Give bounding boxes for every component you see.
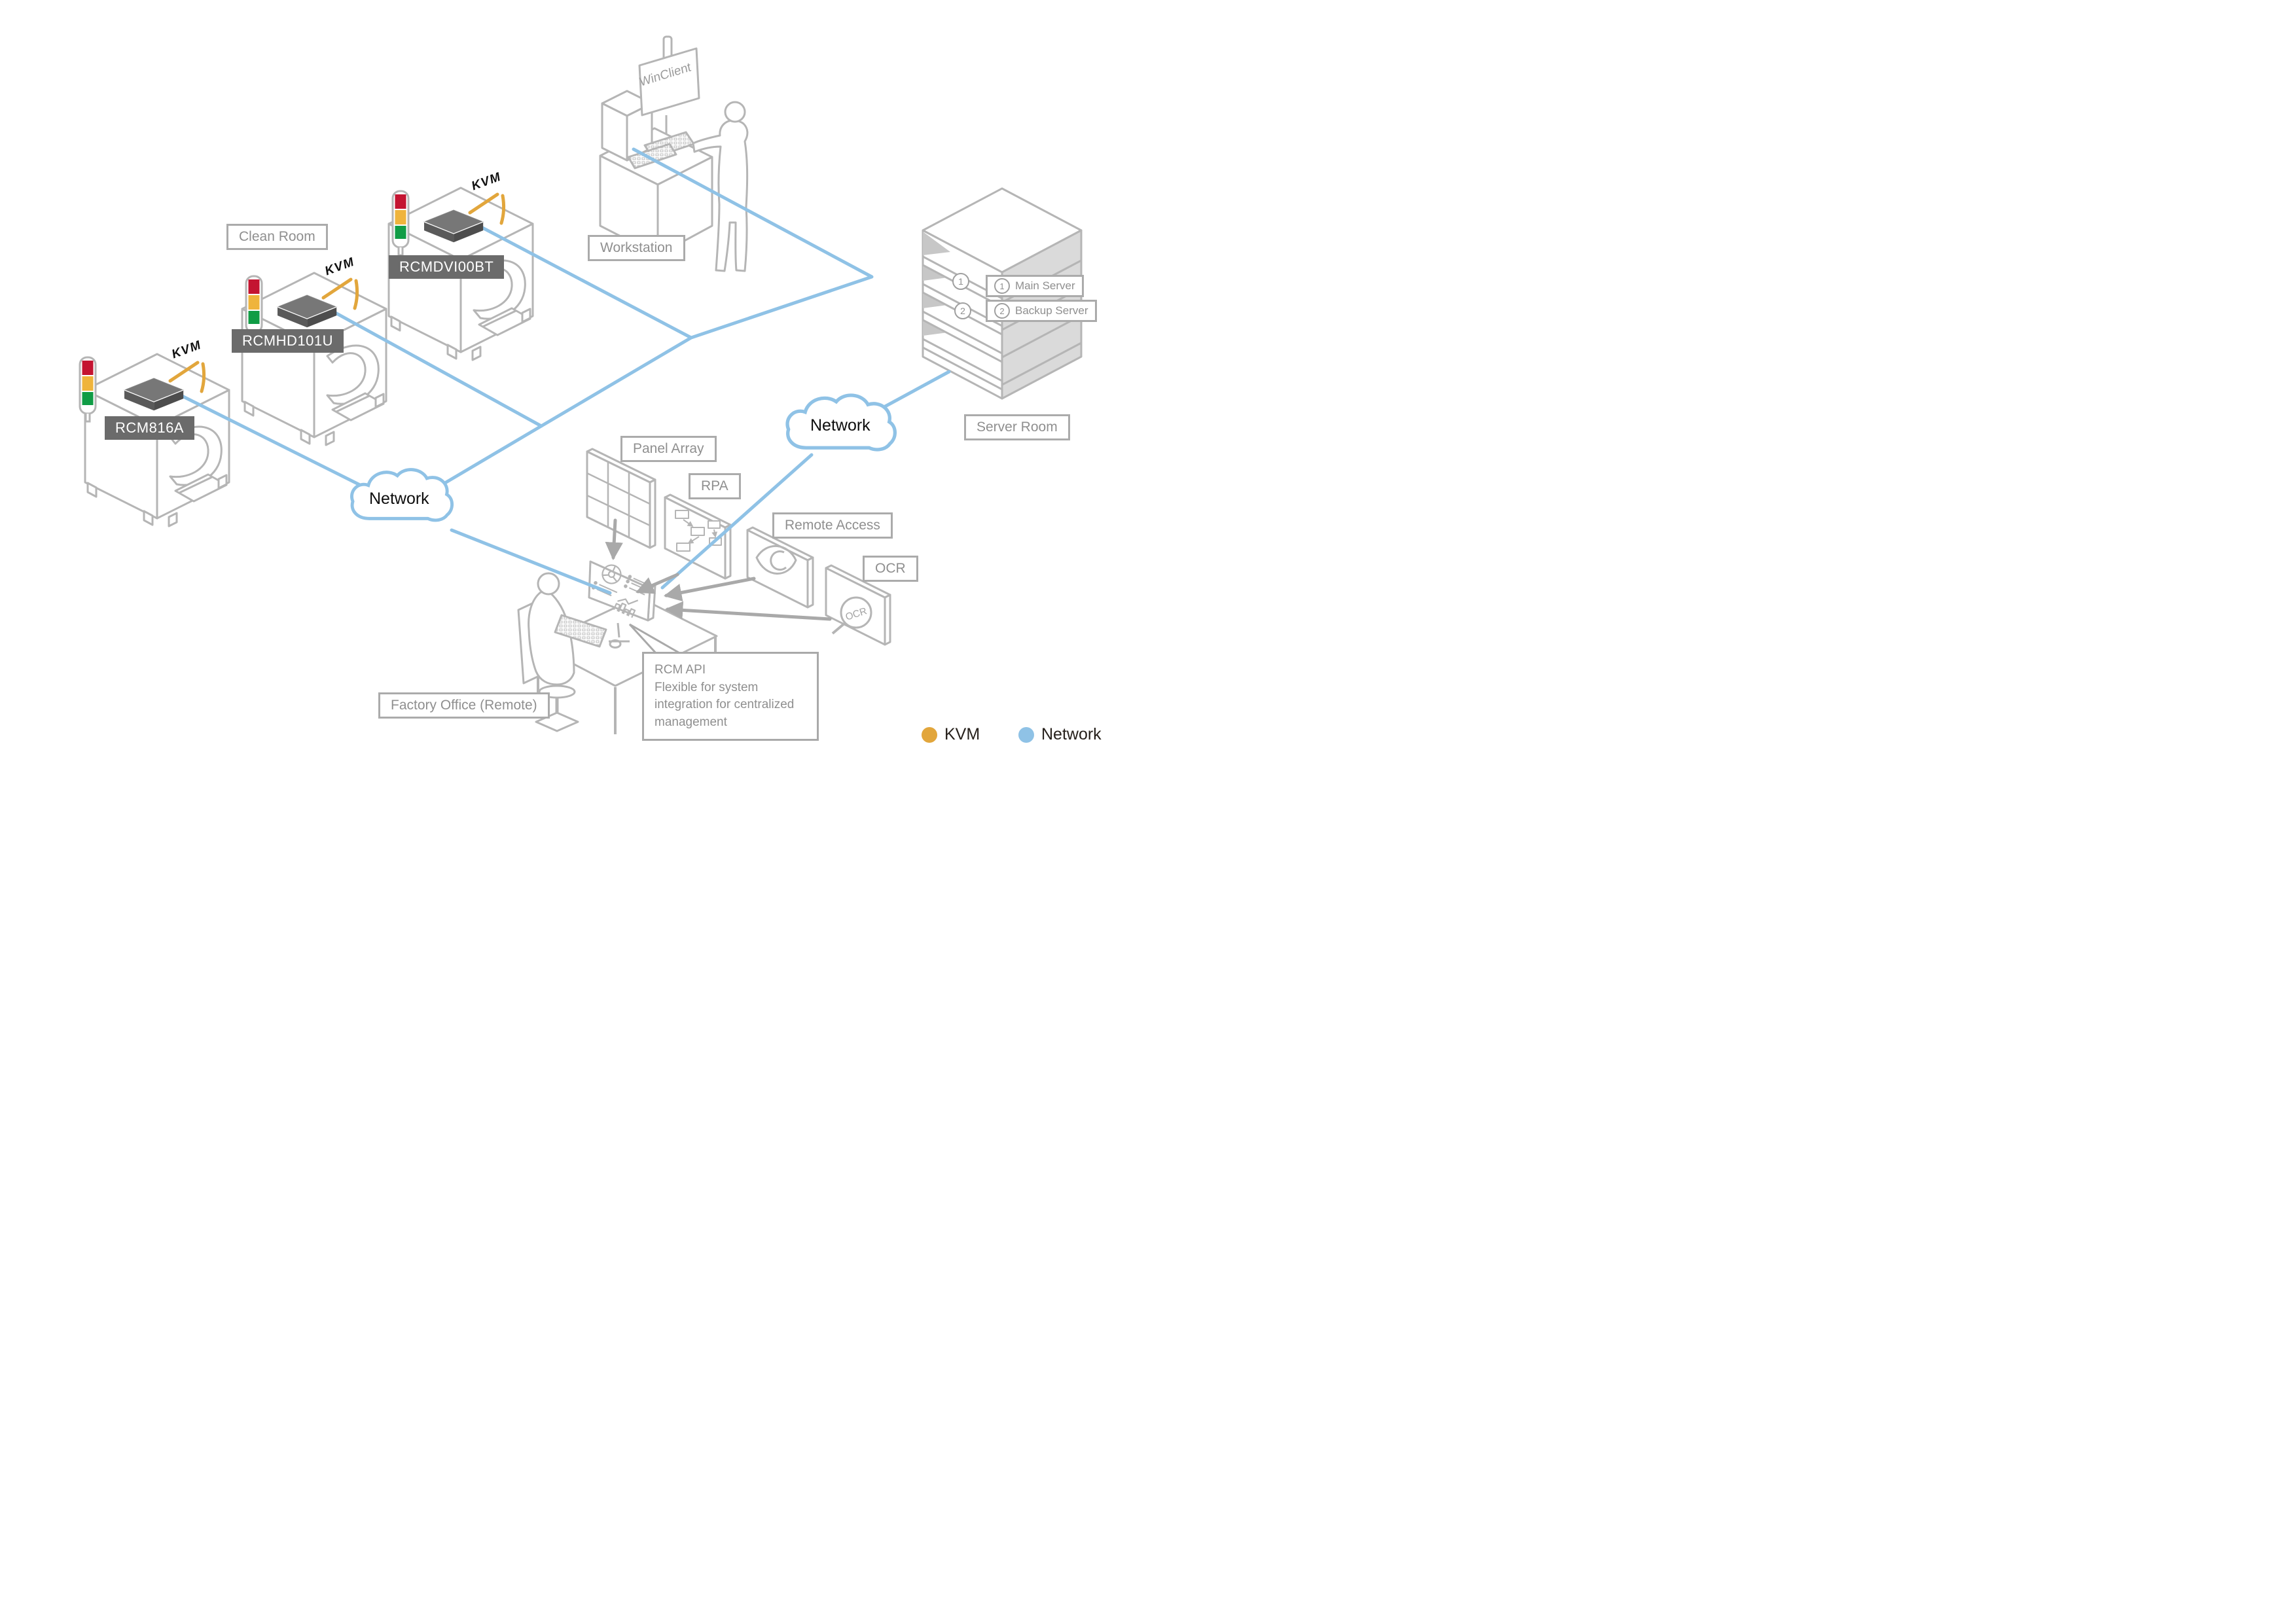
rpa-board [664,493,732,580]
workstation-label: Workstation [588,235,685,262]
network-color-dot-icon [1018,726,1034,743]
network-lines [173,147,951,595]
main-server-number-icon: 1 [994,278,1010,294]
diagram-canvas: OCR [0,0,1148,812]
rcm816a-nameplate: RCM816A [105,416,194,440]
eye-icon [755,545,797,575]
rcm-api-callout: RCM API Flexible for system integration … [642,652,819,741]
rcmhd101u-nameplate: RCMHD101U [232,329,344,353]
rcmdvi00bt-nameplate: RCMDVI00BT [389,255,505,279]
panel-array-board [586,448,656,549]
diagram-artwork: OCR [79,35,1083,734]
line-network2-office [660,453,814,590]
rpa-label: RPA [689,473,741,500]
clean-room-label: Clean Room [226,224,328,251]
line-network-serverroom [878,370,951,411]
backup-server-text: Backup Server [1015,304,1088,317]
arrow-panel-array [605,518,623,561]
remote-access-board [746,526,814,609]
legend-network-text: Network [1041,725,1102,743]
backup-server-number-icon: 2 [994,303,1010,319]
arrow-remote-access [663,577,756,602]
backup-server-label: 2 Backup Server [986,300,1097,322]
rack-shelf-2-number-icon: 2 [954,302,971,319]
network-cloud-1-text: Network [369,490,429,508]
line-workstation-network [435,147,874,490]
panel-array-label: Panel Array [620,436,717,463]
line-rcm816a-network [173,391,382,497]
legend-network: Network [1018,725,1102,744]
callout-line-4: management [655,715,727,729]
server-room-label: Server Room [964,414,1070,441]
main-server-label: 1 Main Server [986,275,1084,297]
ocr-label: OCR [863,556,918,582]
network-cloud-2-text: Network [810,416,870,435]
magnifier-icon [831,596,872,635]
legend-kvm: KVM [922,725,980,744]
main-server-text: Main Server [1015,279,1075,292]
line-rcmhd101u-network [324,306,543,428]
ocr-board: OCR [825,564,891,646]
callout-line-3: integration for centralized [655,698,795,712]
line-network-office [450,528,612,595]
arrow-ocr [664,601,832,621]
line-rcmdvi00bt-network [471,221,693,340]
remote-access-label: Remote Access [772,512,893,539]
factory-office-label: Factory Office (Remote) [378,692,550,719]
kvm-cables [168,192,506,393]
arrow-rpa [636,573,679,594]
legend-kvm-text: KVM [944,725,980,743]
feature-arrows [605,518,832,621]
callout-line-1: RCM API [655,663,706,677]
rack-shelf-1-number-icon: 1 [952,273,969,290]
kvm-color-dot-icon [922,726,937,743]
callout-line-2: Flexible for system [655,680,759,694]
